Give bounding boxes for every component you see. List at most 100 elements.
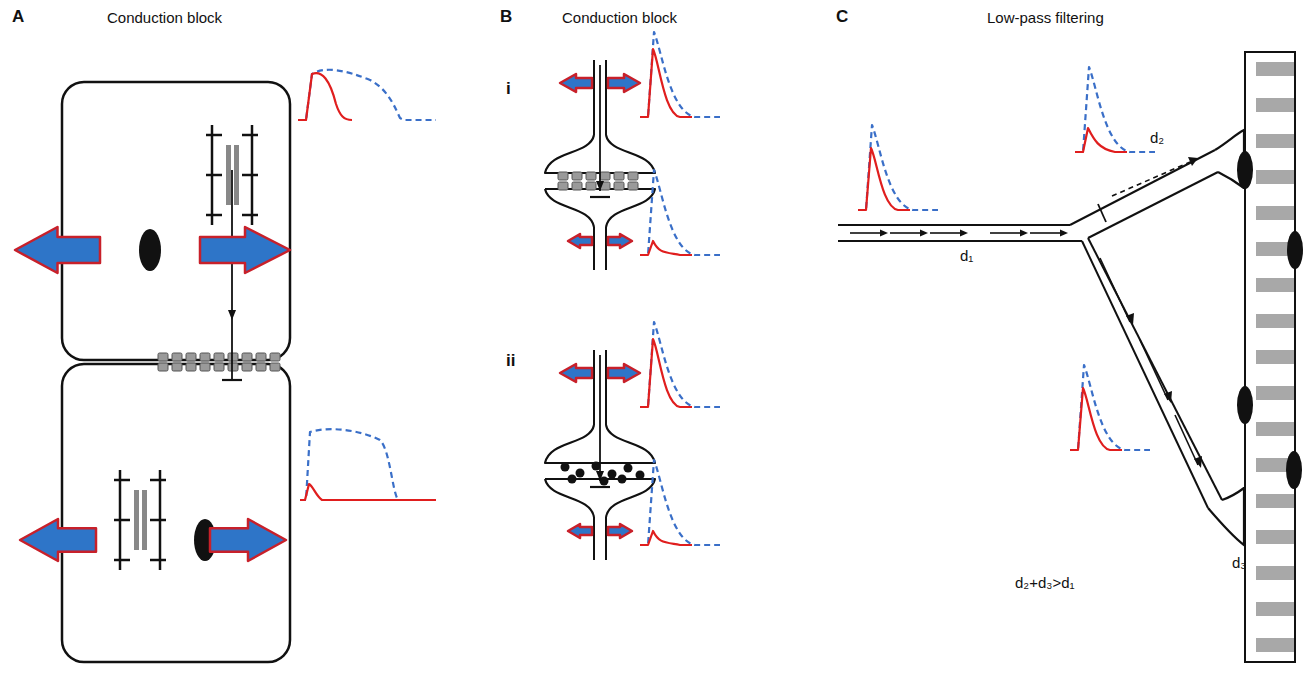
arrow-head [596, 181, 604, 191]
gap-junction-channel [572, 182, 582, 190]
current-arrow [568, 524, 592, 538]
current-arrow [608, 524, 632, 538]
drawing-stroke [1098, 204, 1106, 222]
drawing-stroke [605, 517, 607, 560]
gap-junction-channel [158, 363, 168, 371]
gap-junction-channel [256, 363, 266, 371]
gap-junction-channel [214, 363, 224, 371]
panel-c-art [838, 52, 1303, 662]
drawing-stroke [1030, 232, 1060, 234]
drawing-stroke [114, 559, 130, 562]
arrow-head [880, 230, 888, 237]
drawing-stroke [114, 519, 130, 522]
membrane-potential-block [298, 73, 352, 120]
gap-junction-channel [186, 363, 196, 371]
membrane-potential-block [1075, 128, 1127, 152]
gap-junction-channel [200, 363, 210, 371]
myofilament [142, 490, 147, 550]
drawing-stroke [150, 519, 166, 522]
panel-letter: ii [506, 352, 515, 371]
axon-terminal [1208, 488, 1244, 545]
drawing-stroke [206, 174, 222, 177]
panel-b-art [545, 32, 720, 560]
drawing-stroke [890, 232, 920, 234]
diameter-label: d₂ [1150, 130, 1164, 147]
drawing-stroke [114, 479, 130, 482]
diameter-label: d₁ [960, 248, 973, 265]
membrane-potential-normal [298, 70, 436, 120]
membrane-potential-normal [640, 32, 720, 117]
gap-junction-channel [242, 363, 252, 371]
panel-letter: i [506, 80, 511, 99]
postsynaptic-terminal [545, 189, 655, 227]
current-arrow [20, 519, 96, 561]
neurotransmitter [636, 471, 645, 480]
drawing-stroke [590, 196, 610, 198]
drawing-stroke [605, 350, 607, 425]
drawing-stroke [1082, 241, 1208, 508]
arrow-head [920, 230, 928, 237]
cardiomyocyte [62, 364, 290, 662]
membrane-potential-normal [858, 125, 938, 210]
drawing-stroke [206, 214, 222, 217]
postsynaptic-terminal [545, 479, 655, 517]
membrane-potential-block [640, 339, 692, 407]
gap-junction-channel [558, 172, 568, 180]
gap-junction-channel [172, 363, 182, 371]
current-arrow [210, 519, 286, 561]
drawing-stroke [206, 134, 222, 137]
arrow-head [228, 310, 236, 320]
gap-junction-channel [270, 353, 280, 361]
gap-junction-channel [614, 172, 624, 180]
drawing-stroke [593, 517, 595, 560]
drawing-stroke [605, 227, 607, 270]
drawing-stroke [1070, 150, 1215, 225]
myofilament [234, 145, 239, 205]
current-arrow [608, 74, 640, 92]
drawing-stroke [838, 240, 1082, 242]
diameter-label: d₃ [1232, 555, 1246, 572]
muscle-fiber [1245, 52, 1295, 662]
drawing-stroke [1088, 238, 1222, 500]
panel-title: Conduction block [107, 10, 222, 27]
diameter-label: d₂+d₃>d₁ [1015, 575, 1075, 592]
neurotransmitter [618, 475, 627, 484]
nucleus [1237, 386, 1253, 424]
gap-junction-channel [600, 172, 610, 180]
arrow-head [1194, 456, 1202, 468]
membrane-potential-normal [640, 322, 720, 407]
nucleus [1287, 231, 1303, 269]
arrow-head [1164, 391, 1172, 403]
gap-junction-channel [200, 353, 210, 361]
myofilament [226, 145, 231, 205]
nucleus [1286, 451, 1302, 489]
panel-letter: B [500, 8, 512, 27]
membrane-potential-normal [300, 429, 436, 500]
panel-title: Low-pass filtering [987, 10, 1104, 27]
drawing-stroke [222, 379, 242, 381]
drawing-stroke [599, 65, 601, 191]
gap-junction-channel [186, 353, 196, 361]
drawing-stroke [838, 224, 1070, 226]
drawing-stroke [590, 486, 610, 488]
current-arrow [200, 227, 290, 273]
drawing-stroke [990, 232, 1020, 234]
gap-junction-channel [614, 182, 624, 190]
gap-junction-channel [158, 353, 168, 361]
drawing-stroke [1112, 162, 1190, 196]
membrane-potential-block [640, 531, 692, 545]
panel-a-art [15, 70, 436, 662]
drawing-stroke [930, 232, 960, 234]
gap-junction-channel [628, 182, 638, 190]
drawing-stroke [242, 214, 258, 217]
gap-junction-channel [228, 363, 238, 371]
drawing-stroke [1175, 415, 1198, 465]
drawing-stroke [850, 232, 880, 234]
membrane-potential-block [300, 484, 436, 500]
drawing-stroke [605, 60, 607, 135]
drawing-stroke [593, 350, 595, 425]
gap-junction-channel [628, 172, 638, 180]
membrane-potential-normal [640, 170, 720, 255]
current-arrow [568, 234, 592, 248]
